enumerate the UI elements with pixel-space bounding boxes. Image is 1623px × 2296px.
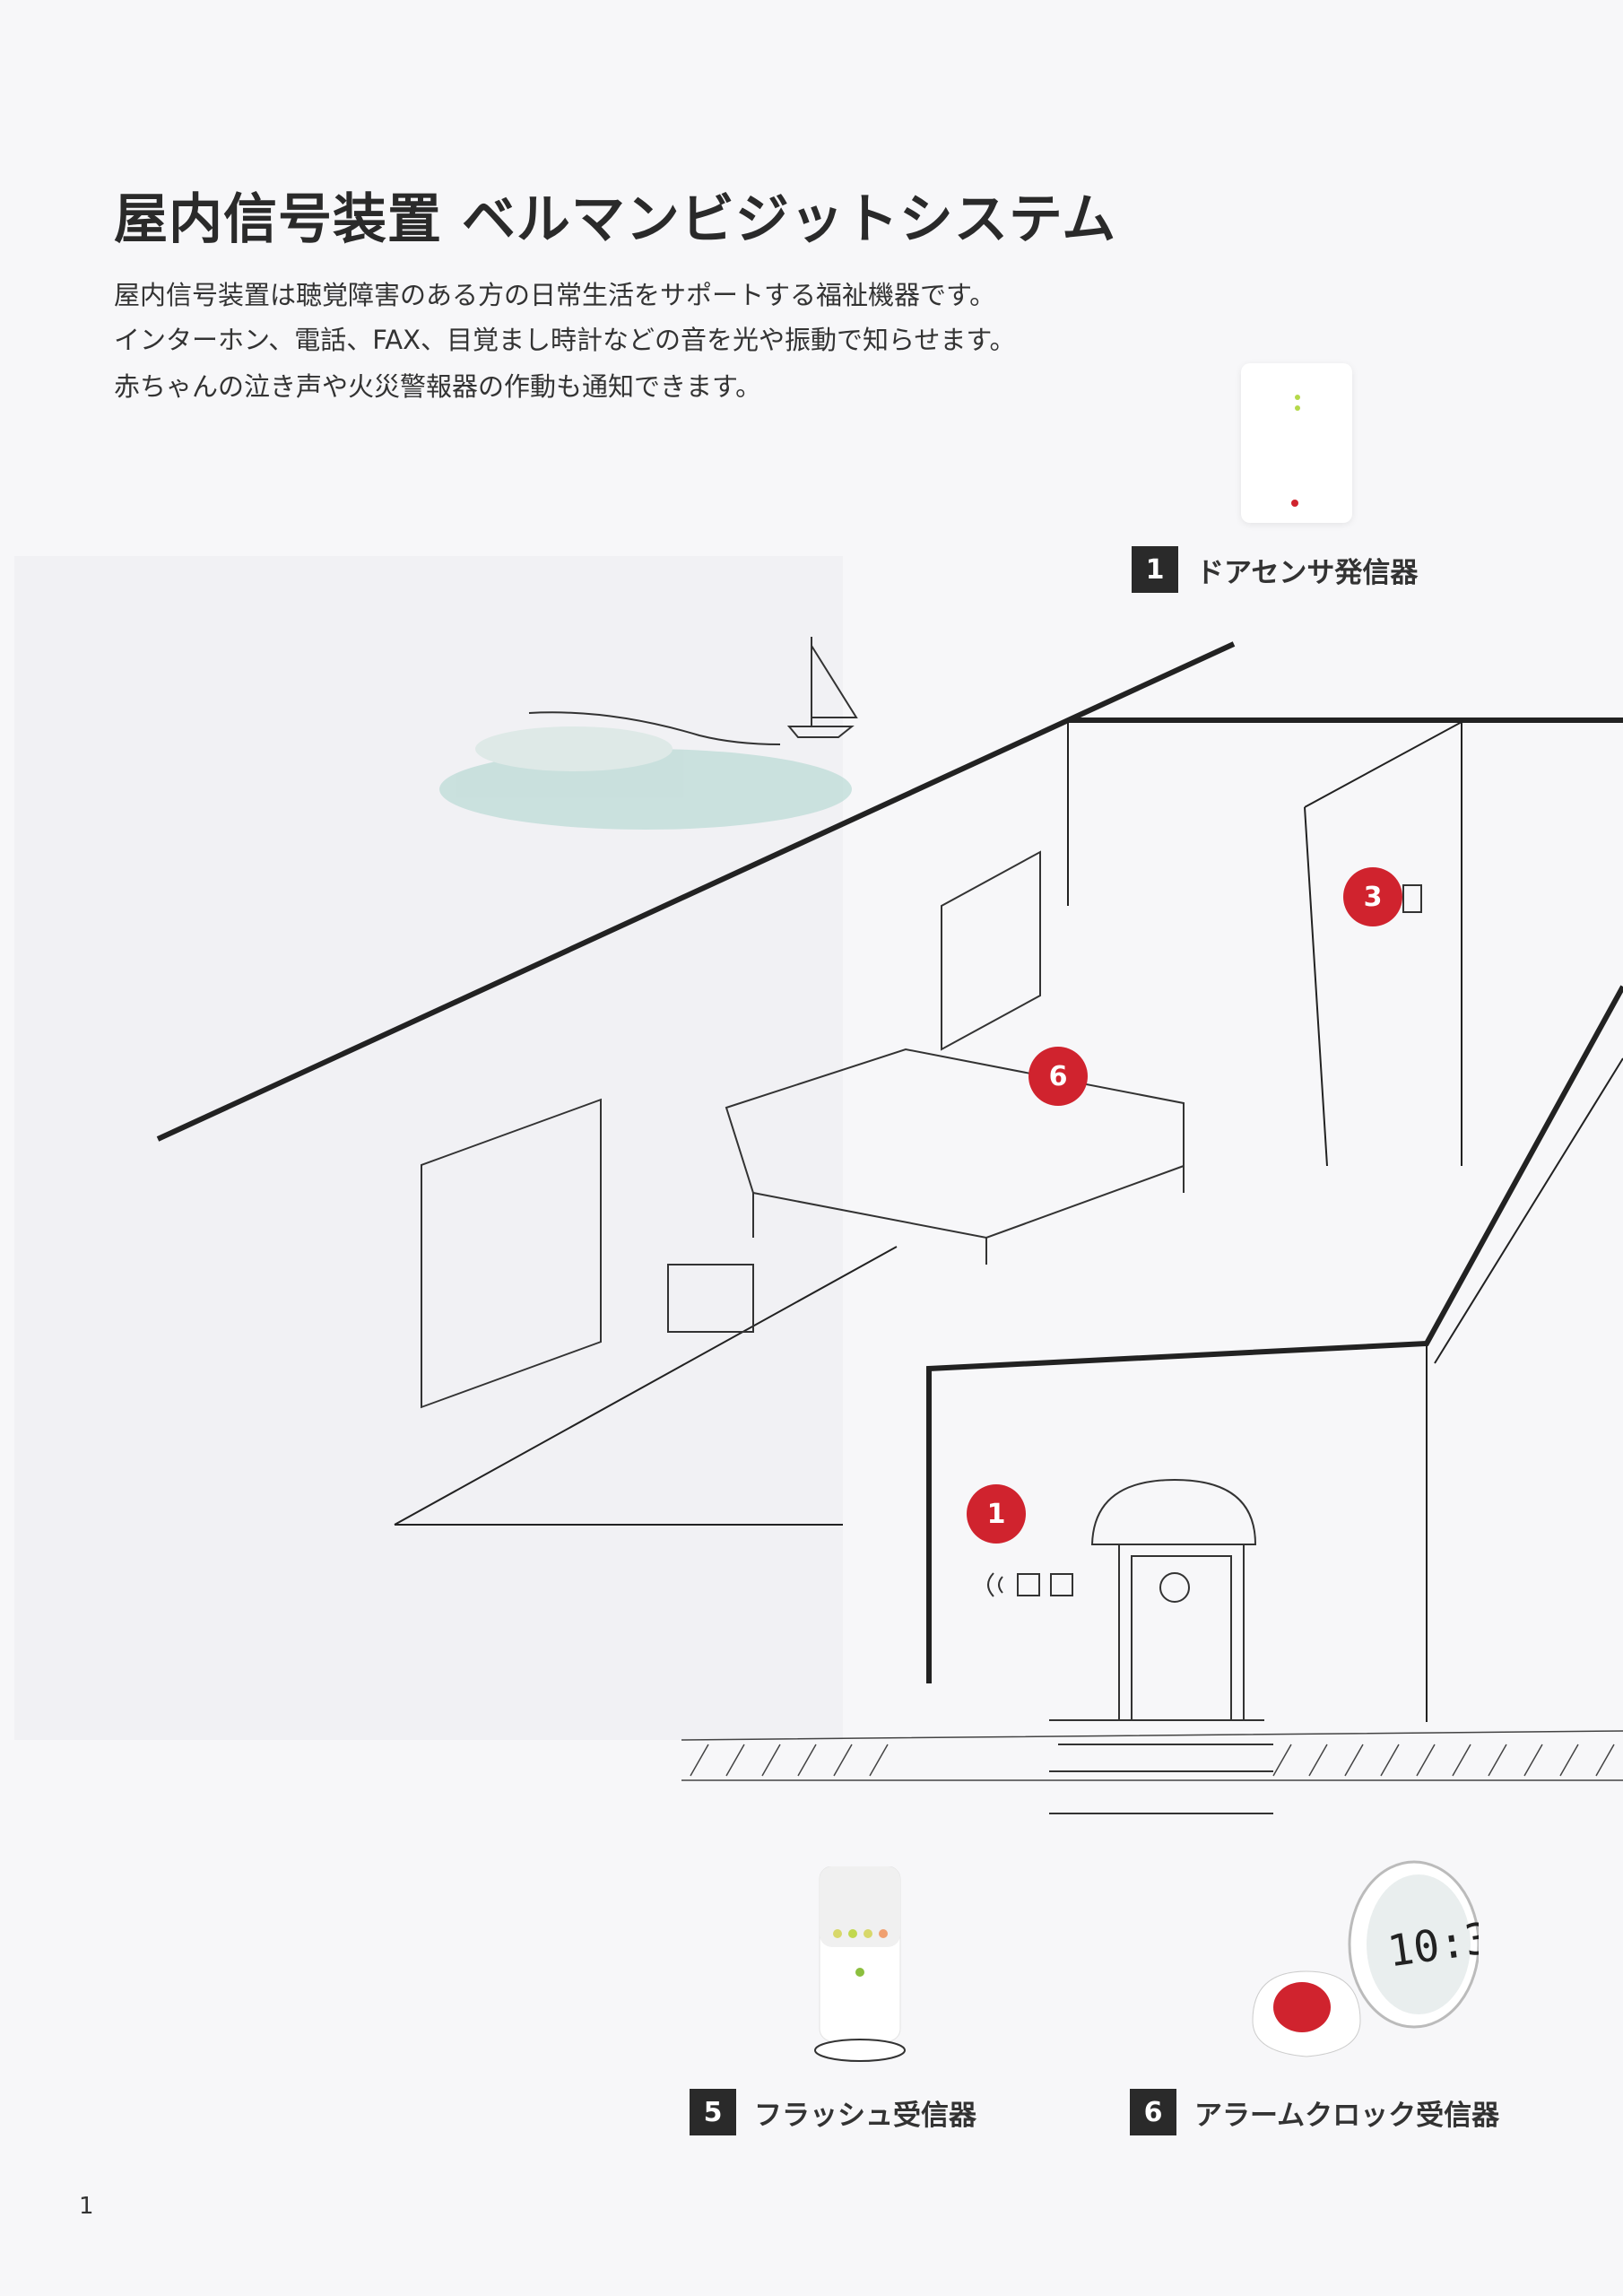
product-name: ドアセンサ発信器 xyxy=(1196,556,1419,589)
intro-line-3: 赤ちゃんの泣き声や火災警報器の作動も通知できます。 xyxy=(114,371,762,402)
product-label-alarm-clock: 6 アラームクロック受信器 xyxy=(1130,2089,1499,2135)
brand-logo xyxy=(1291,500,1302,509)
page-number: 1 xyxy=(79,2193,94,2220)
product-label-flash-receiver: 5 フラッシュ受信器 xyxy=(690,2089,976,2135)
page-title: 屋内信号装置 ベルマンビジットシステム xyxy=(114,188,1117,251)
intro-line-2: インターホン、電話、FAX、目覚まし時計などの音を光や振動で知らせます。 xyxy=(114,325,1016,355)
building-outline xyxy=(156,641,1623,1722)
ground-hatch xyxy=(681,1730,1623,1781)
product-label-door-sensor: 1 ドアセンサ発信器 xyxy=(1132,546,1418,593)
product-name: フラッシュ受信器 xyxy=(754,2099,976,2132)
alarm-clock-receiver-image: 10:32 xyxy=(1252,1860,1479,2057)
marker-3: 3 xyxy=(1343,867,1402,926)
product-number: 6 xyxy=(1130,2089,1176,2135)
sea-watercolor xyxy=(439,726,852,830)
marker-6: 6 xyxy=(1028,1047,1088,1106)
window-blinds xyxy=(421,850,1041,1409)
door-sensor-transmitter-image xyxy=(1241,363,1352,523)
marker-1: 1 xyxy=(967,1484,1026,1544)
sailboat xyxy=(528,637,858,745)
door-sensor-icons xyxy=(987,884,1422,1597)
flash-receiver-image xyxy=(814,1866,906,2062)
intro-line-1: 屋内信号装置は聴覚障害のある方の日常生活をサポートする福祉機器です。 xyxy=(114,280,996,310)
door xyxy=(1049,1478,1273,1814)
product-number: 1 xyxy=(1132,546,1178,593)
bed xyxy=(667,1048,1185,1333)
product-number: 5 xyxy=(690,2089,736,2135)
product-name: アラームクロック受信器 xyxy=(1194,2099,1500,2132)
